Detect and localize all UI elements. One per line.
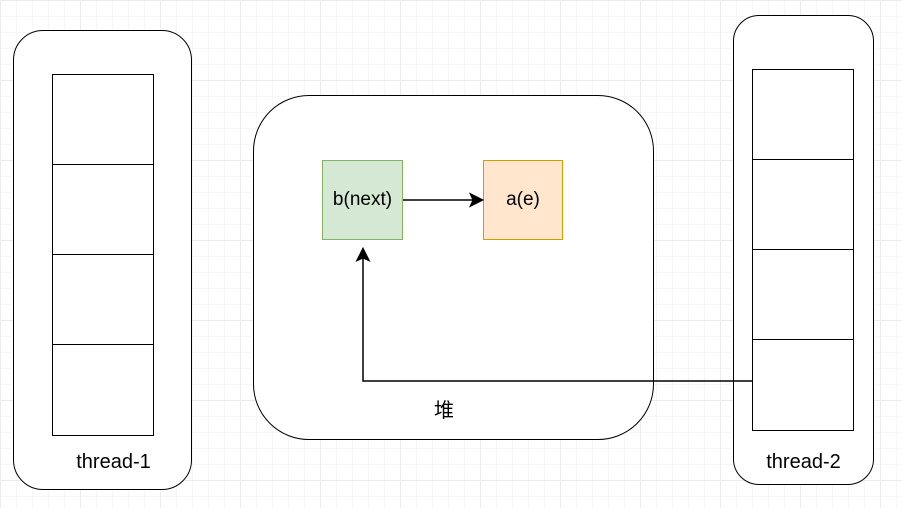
node-b-label: b(next)	[332, 189, 393, 210]
thread-1-stack-cell	[52, 254, 154, 346]
thread-2-stack-cell	[752, 339, 854, 431]
node-b: b(next)	[322, 160, 403, 240]
thread-1-stack-cell	[52, 74, 154, 166]
node-a: a(e)	[483, 160, 563, 240]
thread-2-stack-cell	[752, 159, 854, 251]
heap-label: 堆	[434, 400, 454, 422]
thread-2-stack-cell	[752, 69, 854, 161]
node-a-label: a(e)	[506, 189, 540, 210]
thread-2-label: thread-2	[766, 451, 841, 473]
heap-container	[253, 95, 654, 440]
thread-1-stack-cell	[52, 164, 154, 256]
thread-1-label: thread-1	[76, 451, 151, 473]
thread-1-stack-cell	[52, 344, 154, 436]
thread-2-stack-cell	[752, 249, 854, 341]
